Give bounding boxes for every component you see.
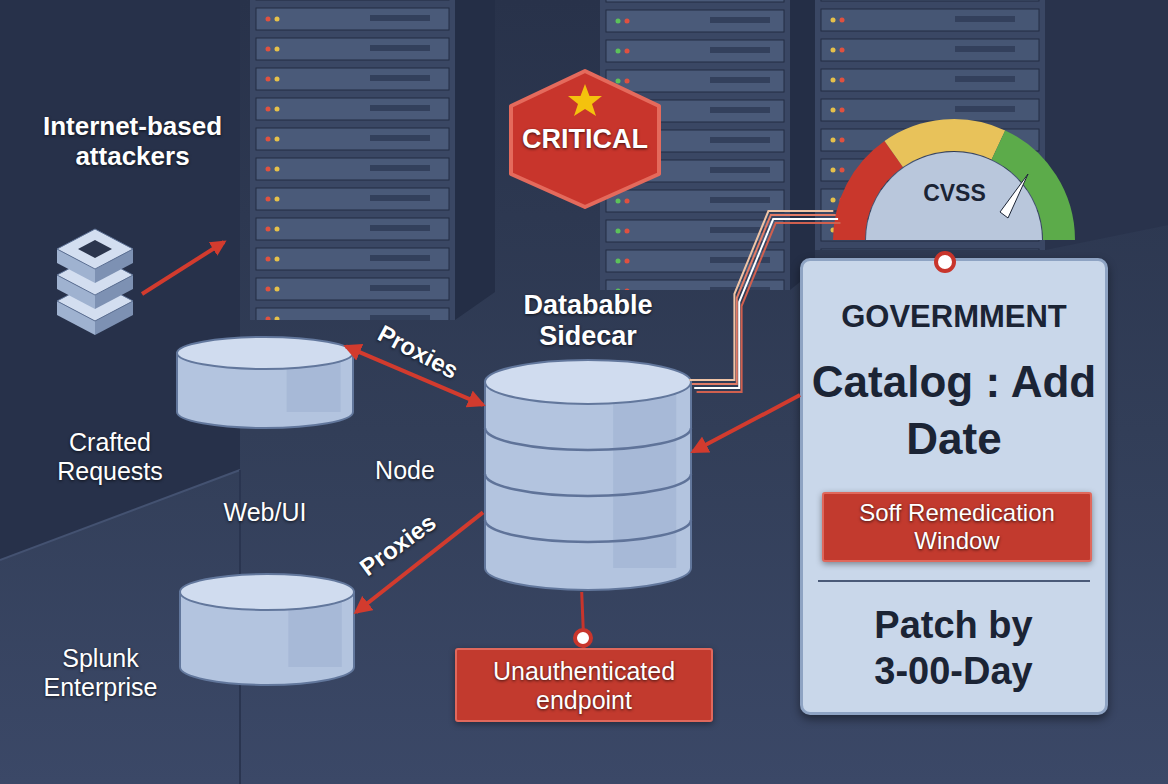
badge-label: CRITICAL: [505, 124, 665, 155]
rack-side: [790, 0, 815, 290]
attacker-node: Internet-based attackers: [15, 112, 250, 337]
connector-arrow: [693, 395, 800, 452]
side-label: Node: [360, 456, 450, 485]
layer-top: [57, 229, 133, 269]
connector-arrow: [582, 592, 584, 648]
edge-label: Proxies: [355, 508, 442, 582]
gauge-label: CVSS: [832, 180, 1077, 206]
box-label: Unauthenticated endpoint: [457, 657, 711, 715]
wire: [697, 223, 841, 392]
rack-slots: [250, 0, 455, 320]
layers-icon: [55, 225, 135, 335]
cylinder-top: [177, 337, 353, 369]
gauge-red: [849, 154, 894, 240]
panel-title: Catalog : Add Date: [810, 353, 1098, 467]
cylinder-body: [485, 382, 691, 590]
wall: [0, 0, 240, 560]
node-heading: Databable Sidecar: [478, 290, 698, 352]
edge-label: Proxies: [373, 319, 463, 384]
cvss-gauge: CVSS: [832, 100, 1077, 250]
cylinder-shape: [175, 335, 355, 430]
cylinder-top: [485, 360, 691, 404]
cylinder-top: [180, 574, 354, 610]
box-label: Soff Remedication Window: [827, 499, 1087, 554]
layer-hole: [78, 240, 112, 258]
panel-heading: GOVERMMENT: [803, 299, 1105, 335]
cylinder-stack: [483, 358, 693, 592]
gauge-shape: [832, 100, 1077, 250]
node-label: Splunk Enterprise: [18, 644, 183, 702]
splunk-node: Splunk Enterprise: [18, 572, 358, 690]
patch-deadline: Patch by 3-00-Day: [861, 603, 1046, 694]
cylinder-band: [485, 428, 691, 450]
wire: [694, 219, 838, 388]
layer: [57, 229, 133, 283]
wire: [692, 215, 836, 384]
gauge-yellow: [894, 135, 999, 154]
separator-line: [818, 580, 1090, 582]
wire-bundle: [689, 211, 840, 392]
server-rack: [815, 0, 1045, 250]
cylinder-band: [485, 520, 691, 542]
endpoint-box: Unauthenticated endpoint: [455, 648, 713, 722]
severity-badge: CRITICAL: [505, 68, 665, 210]
cylinder-shape: [178, 572, 356, 687]
sidecar-node: Databable Sidecar: [478, 290, 698, 592]
cylinder-band: [485, 474, 691, 496]
node-label: Internet-based attackers: [15, 112, 250, 172]
web-ui-node: Web/UI: [170, 335, 360, 530]
gauge-green: [998, 145, 1059, 240]
rack-slots: [815, 0, 1045, 250]
server-rack: [250, 0, 455, 320]
gauge-needle: [1000, 174, 1028, 218]
pin-marker: [575, 630, 591, 646]
remediation-box: Soff Remedication Window: [822, 492, 1092, 562]
attack-arrow: [142, 242, 224, 294]
side-label: Crafted Requests: [40, 428, 180, 486]
wire: [689, 211, 833, 380]
rack-side: [455, 0, 495, 320]
catalog-panel: GOVERMMENT Catalog : Add DatePatch by 3-0…: [800, 258, 1108, 715]
star: [568, 84, 602, 116]
node-label: Web/UI: [170, 498, 360, 527]
pin-marker: [936, 253, 954, 271]
